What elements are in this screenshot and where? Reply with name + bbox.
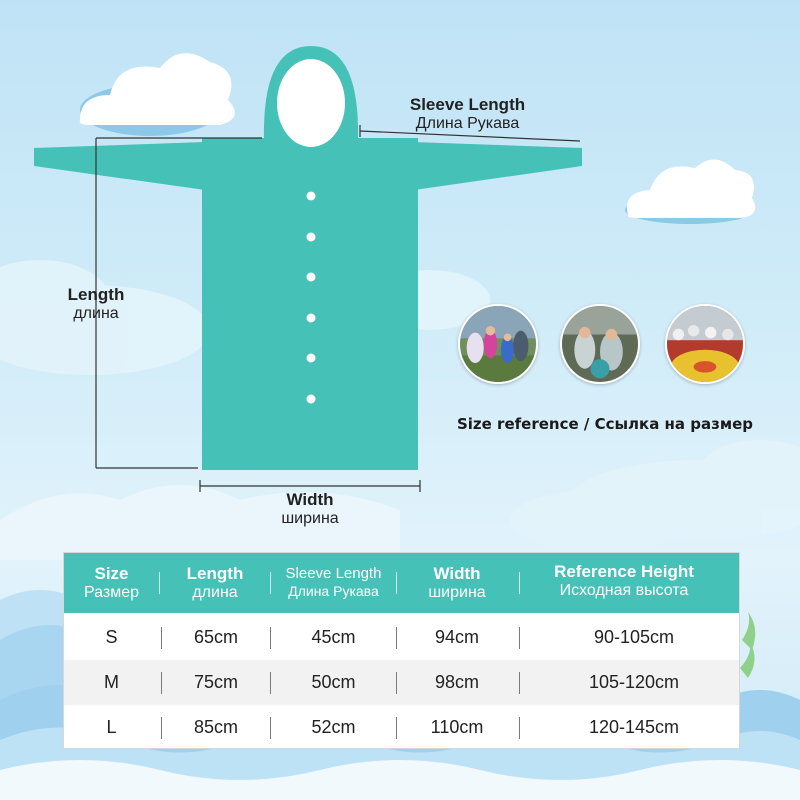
cell-sleeve: 45cm: [311, 627, 356, 647]
header-divider: [270, 572, 271, 594]
sleeve-measure-line: [359, 125, 581, 142]
width-ru: ширина: [281, 509, 339, 527]
header-width: Width ширина: [397, 553, 517, 613]
kids-in-clear-raincoats-photo: [560, 304, 640, 384]
raincoat-illustration: [34, 46, 582, 470]
row-divider: [396, 672, 397, 694]
row-divider: [519, 672, 520, 694]
size-chart-table: Size Размер Length длина Sleeve Length Д…: [63, 552, 740, 749]
header-divider: [159, 572, 160, 594]
cell-reference-height: 105-120cm: [588, 672, 680, 692]
cell-width: 110cm: [430, 717, 484, 737]
table-row: M 75cm 50cm 98cm 105-120cm: [64, 660, 739, 705]
header-height-en: Reference Height: [554, 562, 694, 581]
cloud-right: [625, 159, 756, 224]
cell-length: 65cm: [193, 627, 238, 647]
row-divider: [519, 627, 520, 649]
cell-sleeve: 52cm: [311, 717, 356, 737]
header-width-en: Width: [433, 564, 481, 583]
row-divider: [161, 627, 162, 649]
cell-length: 85cm: [193, 717, 238, 737]
kids-in-raincoats-field-photo: [458, 304, 538, 384]
width-measure-line: [199, 480, 421, 492]
cell-size: M: [104, 672, 119, 692]
header-divider: [519, 572, 520, 594]
header-size: Size Размер: [64, 553, 159, 613]
row-divider: [161, 717, 162, 739]
cloud-top-left: [79, 53, 235, 136]
cell-sleeve: 50cm: [311, 672, 356, 692]
sleeve-length-label: Sleeve Length Длина Рукава: [400, 95, 535, 133]
width-label: Width ширина: [255, 490, 365, 528]
header-sleeve-length: Sleeve Length Длина Рукава: [271, 553, 396, 613]
header-width-ru: ширина: [428, 583, 486, 601]
kids-in-raincoats-playground-photo: [665, 304, 745, 384]
header-length: Length длина: [160, 553, 270, 613]
sleeve-length-en: Sleeve Length: [409, 95, 526, 114]
row-divider: [270, 672, 271, 694]
header-reference-height: Reference Height Исходная высота: [524, 553, 724, 613]
header-size-en: Size: [94, 564, 129, 583]
length-en: Length: [67, 285, 125, 304]
header-sleeve-en: Sleeve Length: [285, 565, 382, 582]
header-height-ru: Исходная высота: [559, 581, 689, 599]
cell-size: L: [106, 717, 117, 737]
table-header-row: Size Размер Length длина Sleeve Length Д…: [64, 553, 739, 613]
cell-width: 94cm: [434, 627, 479, 647]
length-measure-line: [95, 137, 262, 469]
table-row: S 65cm 45cm 94cm 90-105cm: [64, 615, 739, 660]
cell-reference-height: 90-105cm: [593, 627, 675, 647]
header-length-en: Length: [186, 564, 244, 583]
raincoat-buttons: [306, 191, 316, 404]
row-divider: [270, 627, 271, 649]
sleeve-length-ru: Длина Рукава: [415, 114, 520, 132]
row-divider: [519, 717, 520, 739]
cell-size: S: [105, 627, 118, 647]
cell-width: 98cm: [434, 672, 479, 692]
cell-reference-height: 120-145cm: [588, 717, 680, 737]
width-en: Width: [286, 490, 334, 509]
length-label: Length длина: [50, 285, 142, 323]
row-divider: [161, 672, 162, 694]
header-size-ru: Размер: [84, 583, 139, 601]
size-reference-caption: Size reference / Ссылка на размер: [456, 415, 753, 433]
header-divider: [396, 572, 397, 594]
header-sleeve-ru: Длина Рукава: [288, 582, 379, 599]
length-ru: длина: [73, 304, 119, 322]
row-divider: [396, 627, 397, 649]
cell-length: 75cm: [193, 672, 238, 692]
header-length-ru: длина: [192, 583, 238, 601]
row-divider: [270, 717, 271, 739]
row-divider: [396, 717, 397, 739]
table-row: L 85cm 52cm 110cm 120-145cm: [64, 705, 739, 750]
